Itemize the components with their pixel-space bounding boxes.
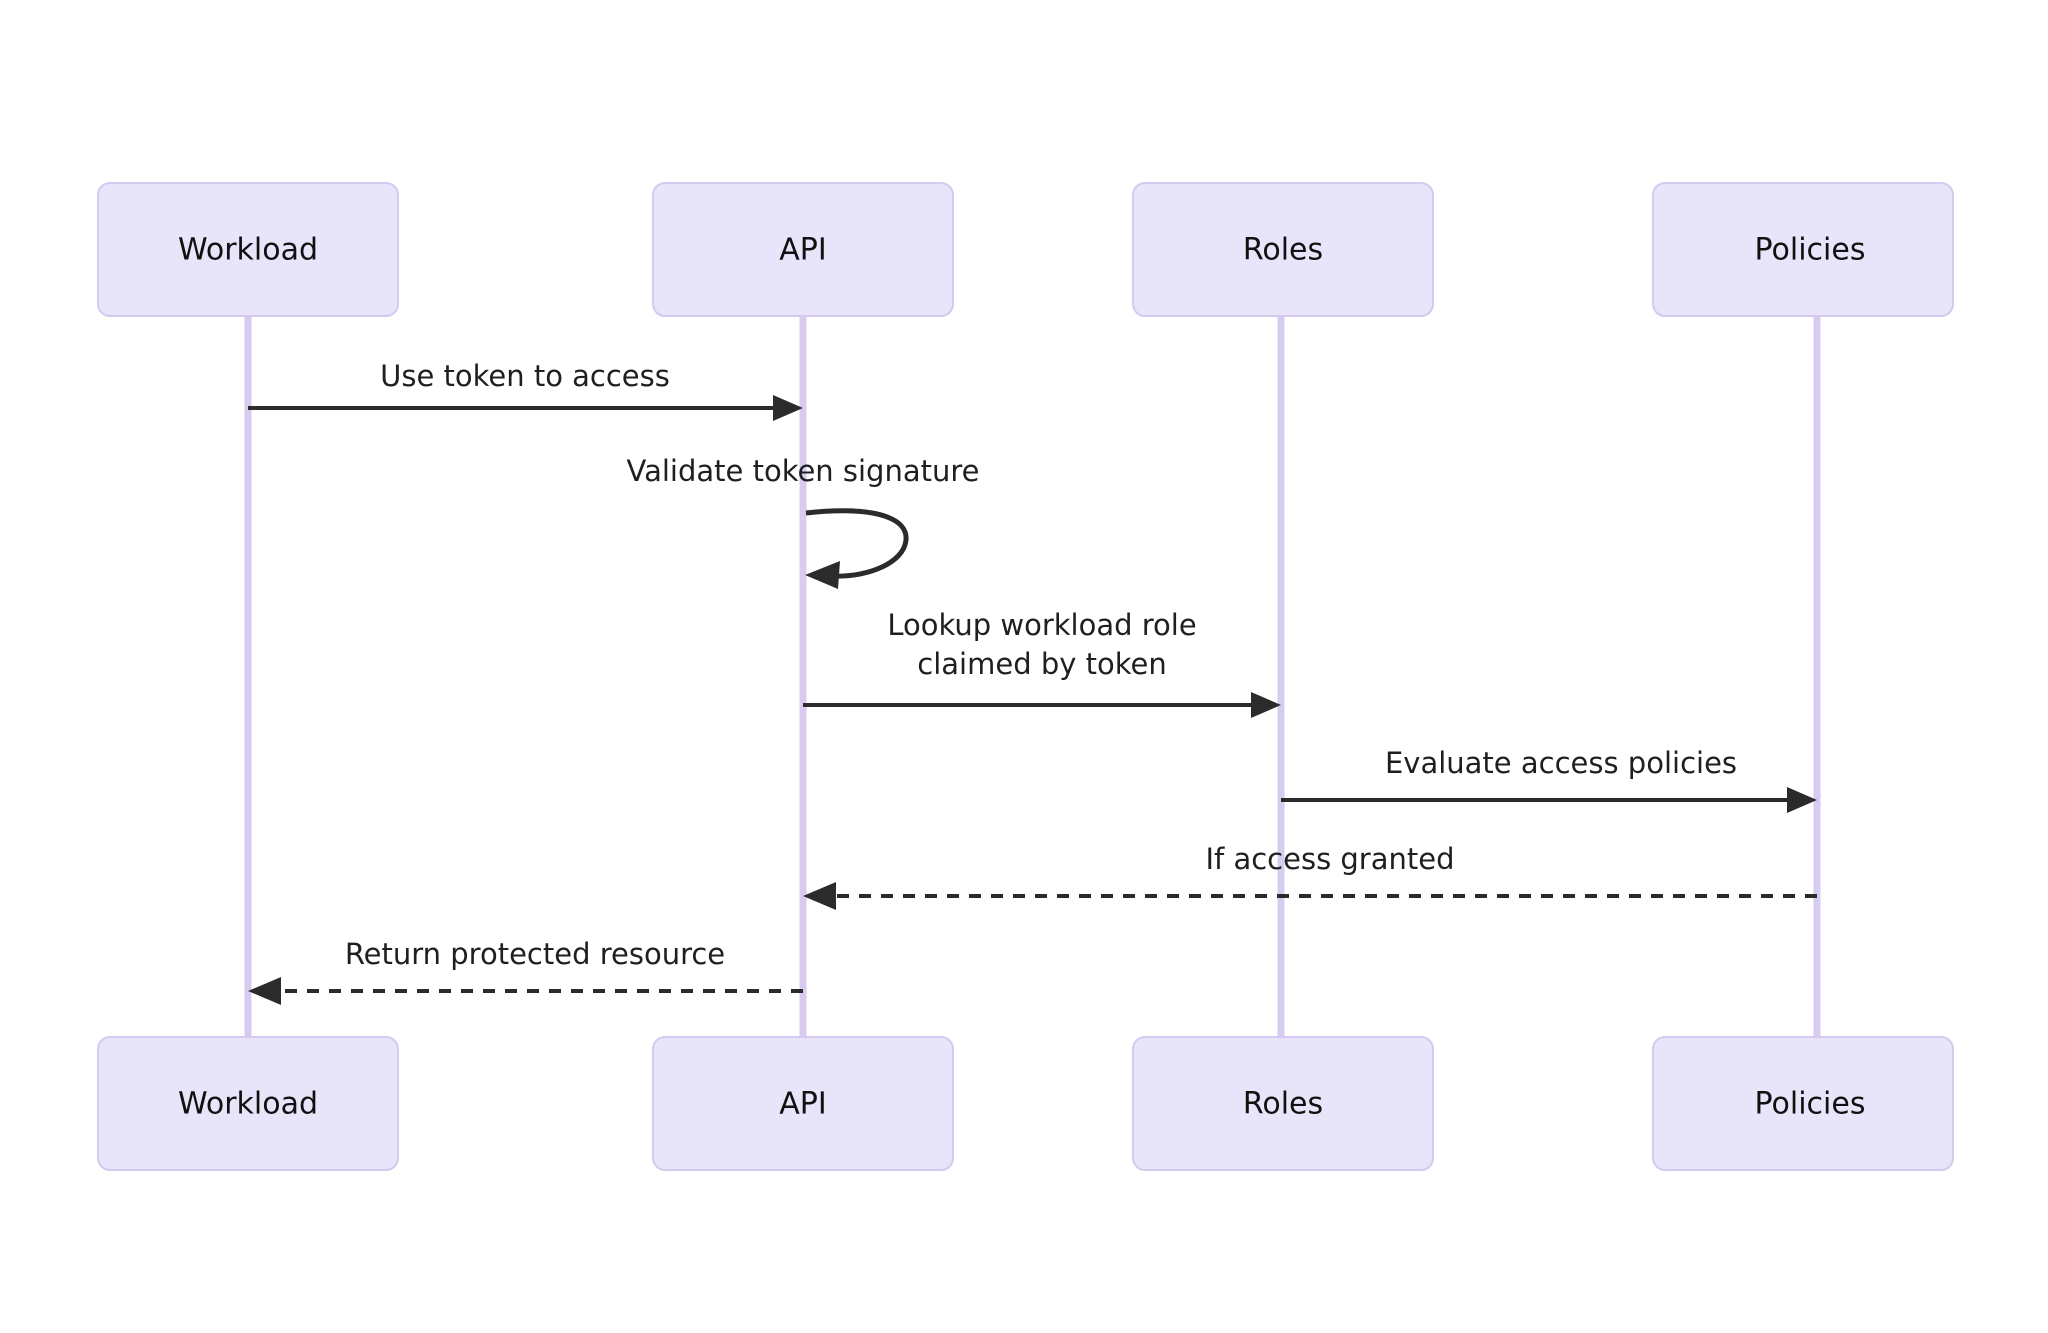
arrowhead-validate-token-signature bbox=[805, 561, 840, 589]
actor-label-workload-top: Workload bbox=[178, 233, 318, 268]
actor-box-policies-bottom[interactable] bbox=[1652, 1036, 1954, 1171]
message-return-protected-resource: Return protected resource bbox=[248, 937, 803, 1005]
message-if-access-granted: If access granted bbox=[803, 842, 1817, 910]
actor-label-roles-bottom: Roles bbox=[1243, 1087, 1323, 1122]
message-evaluate-access-policies: Evaluate access policies bbox=[1281, 746, 1817, 813]
message-loop-validate-token-signature bbox=[805, 508, 909, 579]
arrowhead-return-protected-resource bbox=[248, 977, 281, 1005]
message-label-validate-token-signature: Validate token signature bbox=[627, 454, 980, 488]
actor-label-policies-bottom: Policies bbox=[1755, 1087, 1866, 1122]
actor-policies-top[interactable]: Policies bbox=[1652, 182, 1954, 317]
top-actors-group: Workload API Roles Policies bbox=[97, 182, 1954, 317]
arrowhead-evaluate-access-policies bbox=[1787, 787, 1817, 813]
message-use-token-to-access: Use token to access bbox=[248, 359, 803, 421]
actor-label-roles-top: Roles bbox=[1243, 233, 1323, 268]
arrowhead-lookup-workload-role bbox=[1251, 692, 1281, 718]
arrowhead-if-access-granted bbox=[803, 882, 836, 910]
lifelines-group bbox=[244, 316, 1821, 1037]
actor-label-policies-top: Policies bbox=[1755, 233, 1866, 268]
actor-roles-top[interactable]: Roles bbox=[1132, 182, 1434, 317]
actor-label-api-top: API bbox=[779, 233, 826, 268]
actor-box-roles-bottom[interactable] bbox=[1132, 1036, 1434, 1171]
message-label-use-token-to-access: Use token to access bbox=[380, 359, 670, 393]
actor-label-workload-bottom: Workload bbox=[178, 1087, 318, 1122]
arrowhead-use-token-to-access bbox=[773, 395, 803, 421]
actor-policies-bottom[interactable]: Policies bbox=[1652, 1036, 1954, 1171]
actor-api-top[interactable]: API bbox=[652, 182, 954, 317]
actor-label-api-bottom: API bbox=[779, 1087, 826, 1122]
actor-box-api-top[interactable] bbox=[652, 182, 954, 317]
message-validate-token-signature: Validate token signature bbox=[627, 454, 980, 589]
message-label-return-protected-resource: Return protected resource bbox=[345, 937, 725, 971]
message-label-if-access-granted: If access granted bbox=[1205, 842, 1454, 876]
actor-workload-bottom[interactable]: Workload bbox=[97, 1036, 399, 1171]
actor-roles-bottom[interactable]: Roles bbox=[1132, 1036, 1434, 1171]
message-label-evaluate-access-policies: Evaluate access policies bbox=[1385, 746, 1737, 780]
message-label-lookup-workload-role-line1: Lookup workload role bbox=[887, 608, 1196, 642]
actor-api-bottom[interactable]: API bbox=[652, 1036, 954, 1171]
actor-box-api-bottom[interactable] bbox=[652, 1036, 954, 1171]
actor-box-policies-top[interactable] bbox=[1652, 182, 1954, 317]
actor-box-roles-top[interactable] bbox=[1132, 182, 1434, 317]
actor-workload-top[interactable]: Workload bbox=[97, 182, 399, 317]
message-label-lookup-workload-role-line2: claimed by token bbox=[917, 647, 1166, 681]
message-lookup-workload-role: Lookup workload role claimed by token bbox=[803, 608, 1281, 718]
actor-box-workload-top[interactable] bbox=[97, 182, 399, 317]
actor-box-workload-bottom[interactable] bbox=[97, 1036, 399, 1171]
bottom-actors-group: Workload API Roles Policies bbox=[97, 1036, 1954, 1171]
